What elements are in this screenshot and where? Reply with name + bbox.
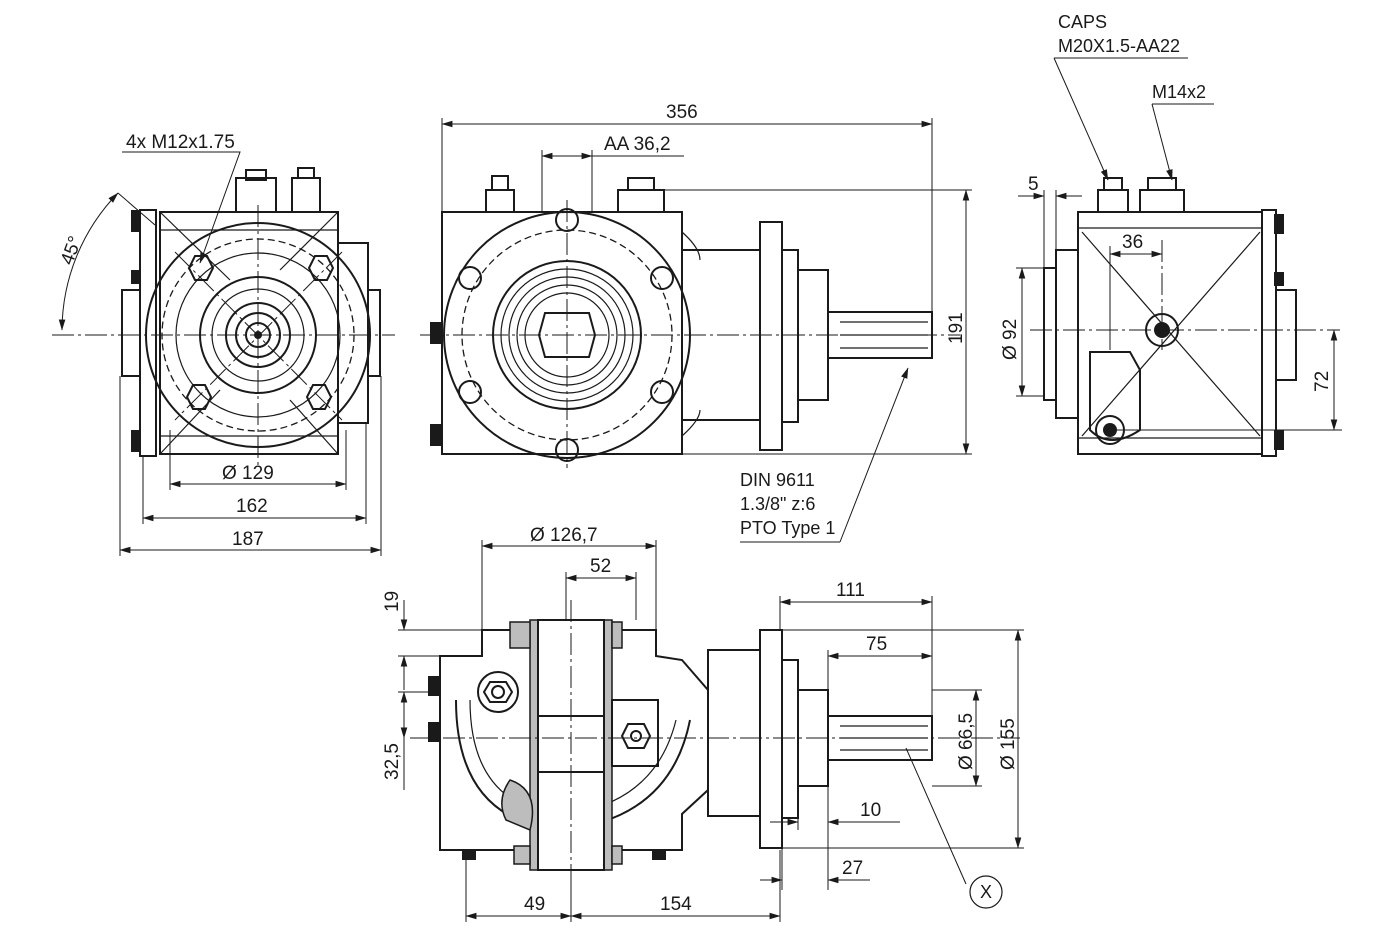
section-view [398, 540, 1024, 922]
caps-label: CAPS [1058, 12, 1107, 32]
caps-thread-label: M20X1.5-AA22 [1058, 36, 1180, 56]
dim-5-label: 5 [1028, 174, 1039, 195]
width-187-label: 187 [232, 529, 264, 550]
dim-155-label: Ø 155 [998, 718, 1019, 770]
plug-thread-label: M14x2 [1152, 82, 1206, 102]
input-offset-label: AA 36,2 [604, 134, 671, 155]
dim-32-5-label: 32,5 [382, 743, 403, 780]
side-view [420, 118, 972, 543]
dim-111-label: 111 [836, 580, 865, 601]
height-191-label: 191 [946, 312, 967, 344]
detail-x-label: X [980, 882, 992, 902]
pto-standard-label: DIN 9611 [740, 470, 815, 490]
pto-type-label: PTO Type 1 [740, 518, 835, 538]
bore-diameter-label: Ø 126,7 [530, 525, 598, 546]
detail-x-callout [969, 875, 1003, 909]
width-162-label: 162 [236, 496, 268, 517]
dim-154-label: 154 [660, 894, 692, 915]
flange-bolts [185, 255, 335, 410]
bolt-thread-label: 4x M12x1.75 [126, 132, 235, 153]
dim-66-5-label: Ø 66,5 [956, 713, 977, 770]
pto-spline-label: 1.3/8" z:6 [740, 494, 815, 514]
dim-49-label: 49 [524, 894, 545, 915]
dim-92-label: Ø 92 [1000, 319, 1021, 360]
dim-36-label: 36 [1122, 232, 1143, 253]
dim-19-label: 19 [382, 591, 403, 612]
dim-27-label: 27 [842, 858, 863, 879]
dim-10-label: 10 [860, 800, 881, 821]
dim-52-label: 52 [590, 556, 611, 577]
flange-diameter-label: Ø 129 [222, 463, 274, 484]
dim-72-label: 72 [1312, 371, 1333, 392]
overall-length-label: 356 [666, 102, 698, 123]
front-view [52, 151, 395, 556]
dim-75-label: 75 [866, 634, 887, 655]
right-view [1016, 57, 1342, 457]
angle-label: 45° [57, 234, 87, 268]
